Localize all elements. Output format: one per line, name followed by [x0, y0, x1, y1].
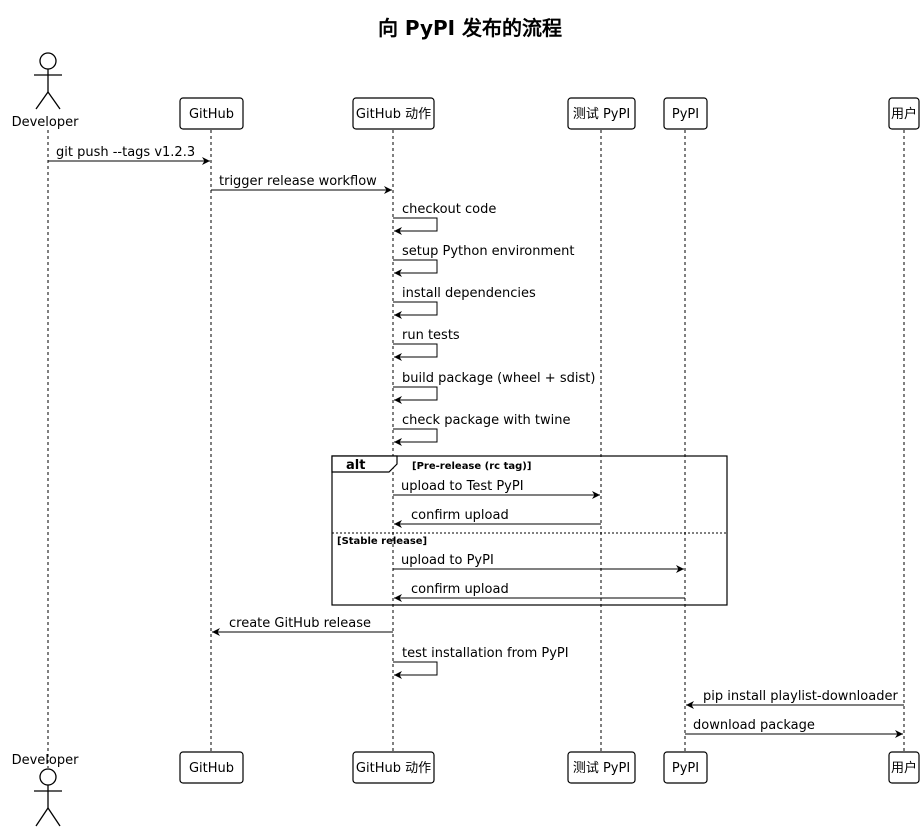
message: upload to PyPI — [393, 553, 684, 573]
participant-github-actions-bottom: GitHub 动作 — [352, 751, 435, 784]
alt-operator-label: alt — [346, 458, 365, 473]
participant-pypi-bottom: PyPI — [663, 751, 708, 784]
message: install dependencies — [393, 286, 536, 319]
message-label: upload to PyPI — [401, 553, 494, 568]
participant-label: PyPI — [672, 107, 699, 122]
message-label: check package with twine — [402, 413, 571, 428]
diagram-title: 向 PyPI 发布的流程 — [378, 16, 562, 40]
actor-icon — [34, 52, 62, 110]
message: create GitHub release — [212, 616, 393, 636]
message-label: build package (wheel + sdist) — [402, 371, 595, 386]
participant-label: 用户 — [891, 760, 917, 776]
message: pip install playlist-downloader — [686, 689, 904, 709]
participants-bottom: Developer GitHub GitHub 动作 测试 PyPI PyPI — [12, 751, 920, 827]
participant-label: 用户 — [891, 106, 917, 122]
message: trigger release workflow — [211, 174, 392, 194]
message-label: upload to Test PyPI — [401, 479, 524, 494]
message-label: run tests — [402, 328, 460, 343]
message-label: trigger release workflow — [219, 174, 377, 189]
participant-developer-bottom: Developer — [12, 753, 80, 827]
self-message-arrow — [393, 343, 438, 361]
message-label: create GitHub release — [229, 616, 371, 631]
actor-label: Developer — [12, 115, 80, 130]
message-label: test installation from PyPI — [402, 646, 569, 661]
alt-guard-prerelease: [Pre-release (rc tag)] — [412, 461, 531, 472]
message: build package (wheel + sdist) — [393, 371, 595, 404]
participant-label: GitHub 动作 — [356, 761, 431, 776]
actor-icon — [34, 768, 62, 827]
message-label: git push --tags v1.2.3 — [56, 145, 195, 160]
message: confirm upload — [394, 582, 685, 602]
message: check package with twine — [393, 413, 571, 446]
message: git push --tags v1.2.3 — [48, 145, 210, 165]
message: upload to Test PyPI — [393, 479, 600, 499]
participant-user-bottom: 用户 — [888, 751, 920, 784]
alt-guard-stable: [Stable release] — [337, 536, 427, 547]
message: test installation from PyPI — [393, 646, 569, 679]
actor-label: Developer — [12, 753, 80, 768]
participant-label: GitHub — [189, 761, 234, 776]
message-label: checkout code — [402, 202, 496, 217]
message-label: confirm upload — [411, 582, 509, 597]
participant-label: GitHub — [189, 107, 234, 122]
message-label: confirm upload — [411, 508, 509, 523]
participant-developer-top: Developer — [12, 52, 80, 130]
message-label: pip install playlist-downloader — [703, 689, 898, 704]
message: confirm upload — [394, 508, 601, 528]
alt-frame — [331, 455, 728, 606]
participant-label: 测试 PyPI — [573, 761, 630, 776]
message: checkout code — [393, 202, 496, 235]
message: setup Python environment — [393, 244, 574, 277]
alt-fragment: alt [Pre-release (rc tag)] [Stable relea… — [331, 455, 728, 606]
self-message-arrow — [393, 428, 438, 446]
self-message-arrow — [393, 259, 438, 277]
lifelines — [47, 130, 905, 768]
self-message-arrow — [393, 386, 438, 404]
self-message-arrow — [393, 661, 438, 679]
message: download package — [685, 718, 903, 738]
participant-github-bottom: GitHub — [179, 751, 244, 784]
participants-top: Developer GitHub GitHub 动作 测试 PyPI PyPI … — [12, 52, 920, 130]
message: run tests — [393, 328, 460, 361]
alt-frame-tab — [331, 455, 398, 473]
participant-github-top: GitHub — [179, 97, 244, 130]
participant-label: 测试 PyPI — [573, 107, 630, 122]
self-message-arrow — [393, 301, 438, 319]
participant-github-actions-top: GitHub 动作 — [352, 97, 435, 130]
message-label: setup Python environment — [402, 244, 574, 259]
participant-test-pypi-top: 测试 PyPI — [567, 97, 636, 130]
message-label: install dependencies — [402, 286, 536, 301]
participant-label: GitHub 动作 — [356, 107, 431, 122]
participant-label: PyPI — [672, 761, 699, 776]
participant-test-pypi-bottom: 测试 PyPI — [567, 751, 636, 784]
messages: git push --tags v1.2.3 trigger release wo… — [48, 145, 904, 738]
self-message-arrow — [393, 217, 438, 235]
participant-user-top: 用户 — [888, 97, 920, 130]
message-label: download package — [693, 718, 815, 733]
participant-pypi-top: PyPI — [663, 97, 708, 130]
